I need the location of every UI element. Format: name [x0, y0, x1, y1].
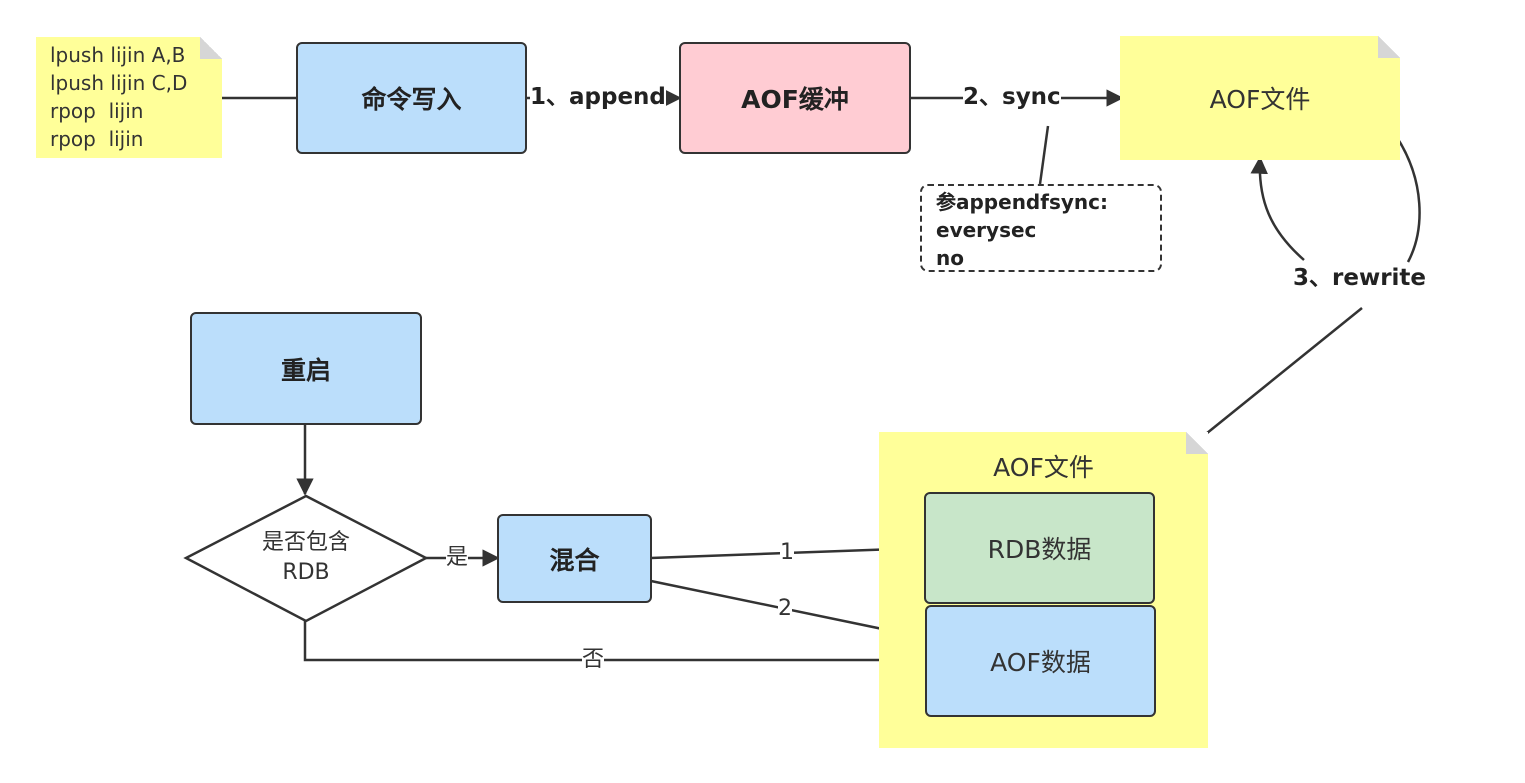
fsync-line: no [936, 246, 964, 270]
command-line: lpush lijin A,B [50, 43, 186, 67]
rewrite-label: 3、rewrite [1293, 265, 1427, 292]
rdb-data-box: RDB数据 [924, 492, 1155, 604]
decision-diamond [183, 494, 429, 623]
fsync-line: everysec [936, 218, 1037, 242]
edge-rewrite-curve-up [1250, 156, 1305, 261]
command-line: rpop lijin [50, 127, 144, 151]
note-fold-icon [200, 37, 222, 59]
contains-rdb-line2: RDB [282, 560, 330, 585]
edge-two-label: 2 [778, 596, 792, 622]
restart-box: 重启 [190, 312, 422, 425]
mixed-box: 混合 [497, 514, 652, 603]
sync-label: 2、sync [963, 84, 1061, 111]
rdb-data-label: RDB数据 [987, 535, 1092, 564]
note-fold-icon [1186, 432, 1208, 454]
aof-buffer-label: AOF缓冲 [741, 85, 849, 114]
aof-buffer-box: AOF缓冲 [679, 42, 911, 154]
note-fold-icon [1378, 36, 1400, 58]
aof-file-bottom-label: AOF文件 [993, 453, 1094, 482]
no-label: 否 [582, 647, 605, 673]
edge-rewrite-to-bottom-file [1195, 307, 1363, 443]
edge-rewrite-curve-down [1394, 135, 1421, 263]
command-line: rpop lijin [50, 99, 144, 123]
mixed-label: 混合 [549, 545, 600, 575]
contains-rdb-line1: 是否包含 [261, 530, 350, 555]
fsync-line: 参appendfsync: [936, 190, 1108, 214]
aof-file-top-label: AOF文件 [1209, 85, 1311, 114]
command-write-box: 命令写入 [296, 42, 527, 154]
restart-label: 重启 [280, 355, 331, 385]
edge-one-label: 1 [780, 540, 794, 566]
aof-data-label: AOF数据 [990, 648, 1091, 677]
edge-fsync-to-sync [1038, 125, 1050, 185]
appendfsync-note: 参appendfsync: everysec no [920, 184, 1162, 272]
append-label: 1、append [530, 84, 666, 111]
yes-label: 是 [446, 545, 469, 571]
command-write-label: 命令写入 [361, 85, 462, 114]
aof-data-box: AOF数据 [925, 605, 1156, 717]
commands-note: lpush lijin A,B lpush lijin C,D rpop lij… [36, 37, 222, 158]
edge-decision-no-to-aof [303, 621, 928, 669]
contains-rdb-text: 是否包含 RDB [226, 528, 386, 588]
command-line: lpush lijin C,D [50, 71, 188, 95]
aof-file-top-note: AOF文件 [1120, 36, 1400, 160]
